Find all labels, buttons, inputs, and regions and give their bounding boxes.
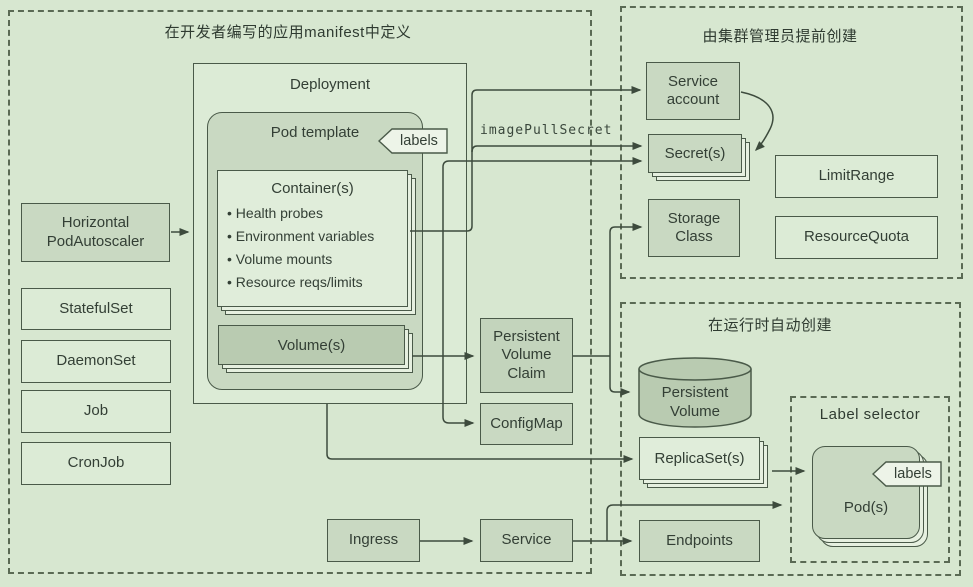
ingress-label: Ingress (348, 531, 399, 549)
tag-shape-icon (872, 461, 942, 487)
pod-template-labels-text: labels (400, 133, 438, 149)
persistent-volume-node: Persistent Volume (637, 356, 753, 428)
volumes-front: Volume(s) (218, 325, 405, 365)
job-node: Job (21, 390, 171, 433)
developer-region-title: 在开发者编写的应用manifest中定义 (164, 24, 412, 41)
secrets-front: Secret(s) (648, 134, 742, 173)
service-account-line1: Service (667, 72, 719, 90)
resourcequota-label: ResourceQuota (803, 228, 910, 246)
storage-class-node: Storage Class (648, 199, 740, 257)
label-selector-title: Label selector (819, 406, 921, 423)
containers-bullet-list: • Health probes • Environment variables … (218, 202, 407, 294)
bullet-volume-mounts: • Volume mounts (227, 251, 333, 267)
hpa-line2: PodAutoscaler (46, 232, 145, 250)
service-node: Service (480, 519, 573, 562)
service-account-node: Service account (646, 62, 740, 120)
replicasets-label: ReplicaSet(s) (654, 450, 745, 467)
persistent-volume-line1: Persistent (661, 384, 729, 402)
bullet-resource-reqs-limits: • Resource reqs/limits (227, 274, 363, 290)
limitrange-label: LimitRange (818, 167, 895, 185)
daemonset-label: DaemonSet (56, 352, 136, 370)
containers-node: Container(s) • Health probes • Environme… (217, 170, 416, 315)
persistent-volume-label: Persistent Volume (637, 378, 753, 428)
secrets-node: Secret(s) (648, 134, 750, 181)
cronjob-label: CronJob (67, 454, 125, 472)
storage-class-line1: Storage (667, 209, 721, 227)
service-label: Service (501, 531, 552, 549)
containers-front: Container(s) • Health probes • Environme… (217, 170, 408, 307)
secrets-label: Secret(s) (664, 145, 726, 162)
pods-node: Pod(s) (812, 446, 928, 547)
cronjob-node: CronJob (21, 442, 171, 485)
pod-template-label: Pod template (270, 124, 360, 141)
pvc-line1: Persistent (493, 328, 560, 346)
pod-labels-text: labels (894, 466, 932, 482)
daemonset-node: DaemonSet (21, 340, 171, 383)
image-pull-secret-edge-label: imagePullSecret (480, 123, 613, 138)
configmap-node: ConfigMap (480, 403, 573, 445)
ingress-node: Ingress (327, 519, 420, 562)
limitrange-node: LimitRange (775, 155, 938, 198)
deployment-label: Deployment (289, 76, 371, 93)
hpa-node: Horizontal PodAutoscaler (21, 203, 170, 262)
volumes-node: Volume(s) (218, 325, 413, 373)
cylinder-icon (638, 357, 752, 428)
storage-class-line2: Class (675, 228, 713, 245)
pods-front: Pod(s) (812, 446, 920, 539)
bullet-environment-variables: • Environment variables (227, 228, 375, 244)
pods-label: Pod(s) (843, 499, 889, 516)
pvc-node: Persistent Volume Claim (480, 318, 573, 393)
hpa-line1: Horizontal (61, 214, 130, 232)
statefulset-label: StatefulSet (59, 299, 133, 317)
resourcequota-node: ResourceQuota (775, 216, 938, 259)
persistent-volume-line2: Volume (669, 403, 721, 420)
volumes-label: Volume(s) (277, 336, 346, 354)
pod-labels-tag: labels (872, 461, 942, 487)
containers-title: Container(s) (271, 180, 354, 197)
bullet-health-probes: • Health probes (227, 205, 323, 221)
job-label: Job (83, 402, 109, 420)
pod-template-labels-tag: labels (378, 128, 448, 154)
admin-region-title: 由集群管理员提前创建 (702, 28, 858, 45)
pvc-line3: Claim (507, 364, 546, 382)
runtime-region-title: 在运行时自动创建 (707, 317, 832, 334)
pvc-line2: Volume (501, 346, 552, 364)
replicasets-node: ReplicaSet(s) (639, 437, 768, 488)
label-selector-box (790, 396, 950, 563)
endpoints-label: Endpoints (666, 531, 733, 549)
service-account-line2: account (666, 91, 720, 108)
configmap-label: ConfigMap (490, 414, 563, 432)
statefulset-node: StatefulSet (21, 288, 171, 330)
endpoints-node: Endpoints (639, 520, 760, 562)
replicasets-front: ReplicaSet(s) (639, 437, 760, 480)
